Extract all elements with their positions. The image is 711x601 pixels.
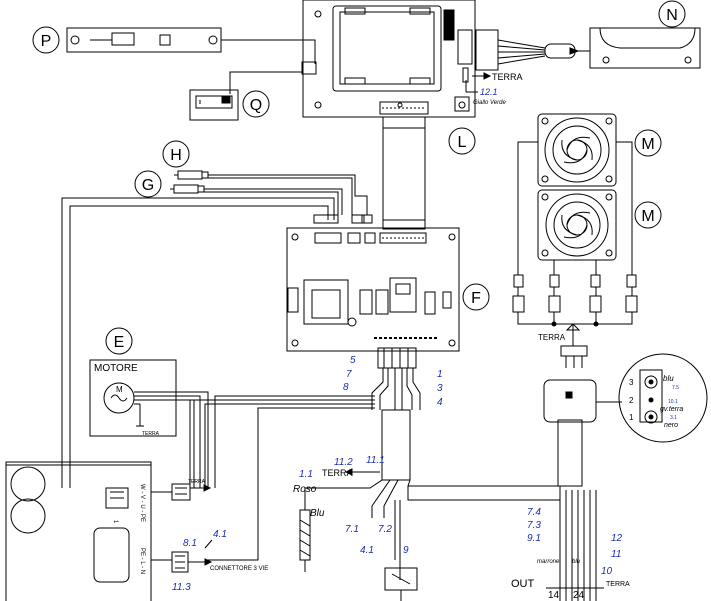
callout-h: H (170, 147, 182, 164)
motor-box (89, 359, 177, 437)
callout-f: F (471, 290, 481, 307)
inverter-box (5, 461, 152, 601)
wire-7-1: 7.1 (345, 524, 359, 535)
top-control-board (301, 0, 476, 118)
callout-m-bottom: M (641, 208, 654, 225)
sensor-3-1: 3.1 (670, 415, 677, 421)
wire-7-3: 7.3 (527, 520, 541, 531)
motor-symbol (103, 382, 135, 414)
wire-3: 3 (437, 383, 443, 394)
callout-e: E (114, 334, 125, 351)
label-marrone: marrone (537, 559, 560, 565)
wire-7-2: 7.2 (378, 524, 392, 535)
wire-7: 7 (346, 369, 352, 380)
sensor-blu: blu (663, 374, 674, 383)
wire-8: 8 (343, 382, 349, 393)
plug-h (174, 170, 368, 215)
component-p (66, 27, 222, 53)
callout-q: Q (250, 97, 262, 114)
sensor-pin-1: 1 (629, 413, 634, 422)
sensor-10-1: 10.1 (668, 399, 678, 405)
wire-11-1: 11.1 (366, 455, 385, 466)
callout-n: N (666, 7, 678, 24)
label-roso: Roso (293, 484, 317, 495)
label-terra-motor: TERRA (142, 431, 160, 437)
label-terra-bottom: TERRA (606, 581, 630, 588)
sensor-head (543, 379, 597, 423)
wire-1-1: 1.1 (299, 469, 313, 480)
label-pin-24: 24 (573, 590, 585, 601)
label-terminal-1: 1 (112, 520, 118, 524)
label-blu: Blu (310, 508, 325, 519)
label-terra-fans: TERRA (538, 333, 566, 342)
wire-1: 1 (437, 369, 443, 380)
label-out: OUT (511, 578, 535, 590)
wire-9: 9 (403, 545, 409, 556)
wire-4-1b: 4.1 (360, 545, 374, 556)
wire-9-1: 9.1 (527, 533, 541, 544)
ribbon-cable (382, 116, 426, 230)
wire-12: 12 (611, 533, 623, 544)
cable-horizontal (407, 485, 561, 501)
wire-11: 11 (611, 549, 621, 560)
fan-m-bottom (537, 189, 617, 261)
label-giallo-verde: Giallo Verde (473, 100, 506, 106)
fan-m-top (537, 113, 617, 187)
label-motore: MOTORE (94, 363, 138, 374)
wire-5: 5 (350, 355, 356, 366)
label-motor-m: M (116, 385, 123, 394)
label-terminal-pel: PE - L - N (139, 548, 145, 574)
wire-11-3: 11.3 (172, 582, 191, 593)
callout-p: P (41, 33, 52, 50)
label-blu-small: blu (572, 559, 581, 565)
main-cable (381, 409, 411, 481)
sensor-detail-circle (618, 353, 708, 443)
sensor-nero: nero (664, 422, 678, 429)
label-terminal-wvu: W - V - U - PE (139, 484, 145, 522)
component-q (189, 89, 239, 121)
callout-g: G (142, 177, 154, 194)
wire-8-1: 8.1 (183, 538, 197, 549)
wire-11-2: 11.2 (334, 457, 353, 468)
f-terminal-block (377, 347, 417, 369)
board-f (286, 227, 460, 352)
label-terra-mid: TERRA (322, 468, 353, 478)
label-connettore-3-vie: CONNETTORE 3 VIE (210, 566, 268, 572)
sensor-gv-terra: gv.terra (660, 406, 683, 413)
callout-m-top: M (641, 136, 654, 153)
wire-4: 4 (437, 397, 443, 408)
callout-l: L (458, 134, 467, 151)
sensor-cable (557, 419, 583, 487)
wire-10: 10 (601, 566, 613, 577)
wire-4-1: 4.1 (213, 529, 227, 540)
plug-g (170, 184, 343, 215)
sensor-7-5: 7.5 (672, 385, 679, 391)
wire-12-1: 12.1 (480, 87, 498, 97)
wire-7-4: 7.4 (527, 507, 541, 518)
label-terra-top: TERRA (492, 72, 523, 82)
sensor-pin-2: 2 (629, 396, 634, 405)
label-pin-14: 14 (548, 590, 560, 601)
label-terra-inverter: TERRA (188, 479, 206, 485)
sensor-pin-3: 3 (629, 378, 634, 387)
component-n (475, 27, 701, 71)
